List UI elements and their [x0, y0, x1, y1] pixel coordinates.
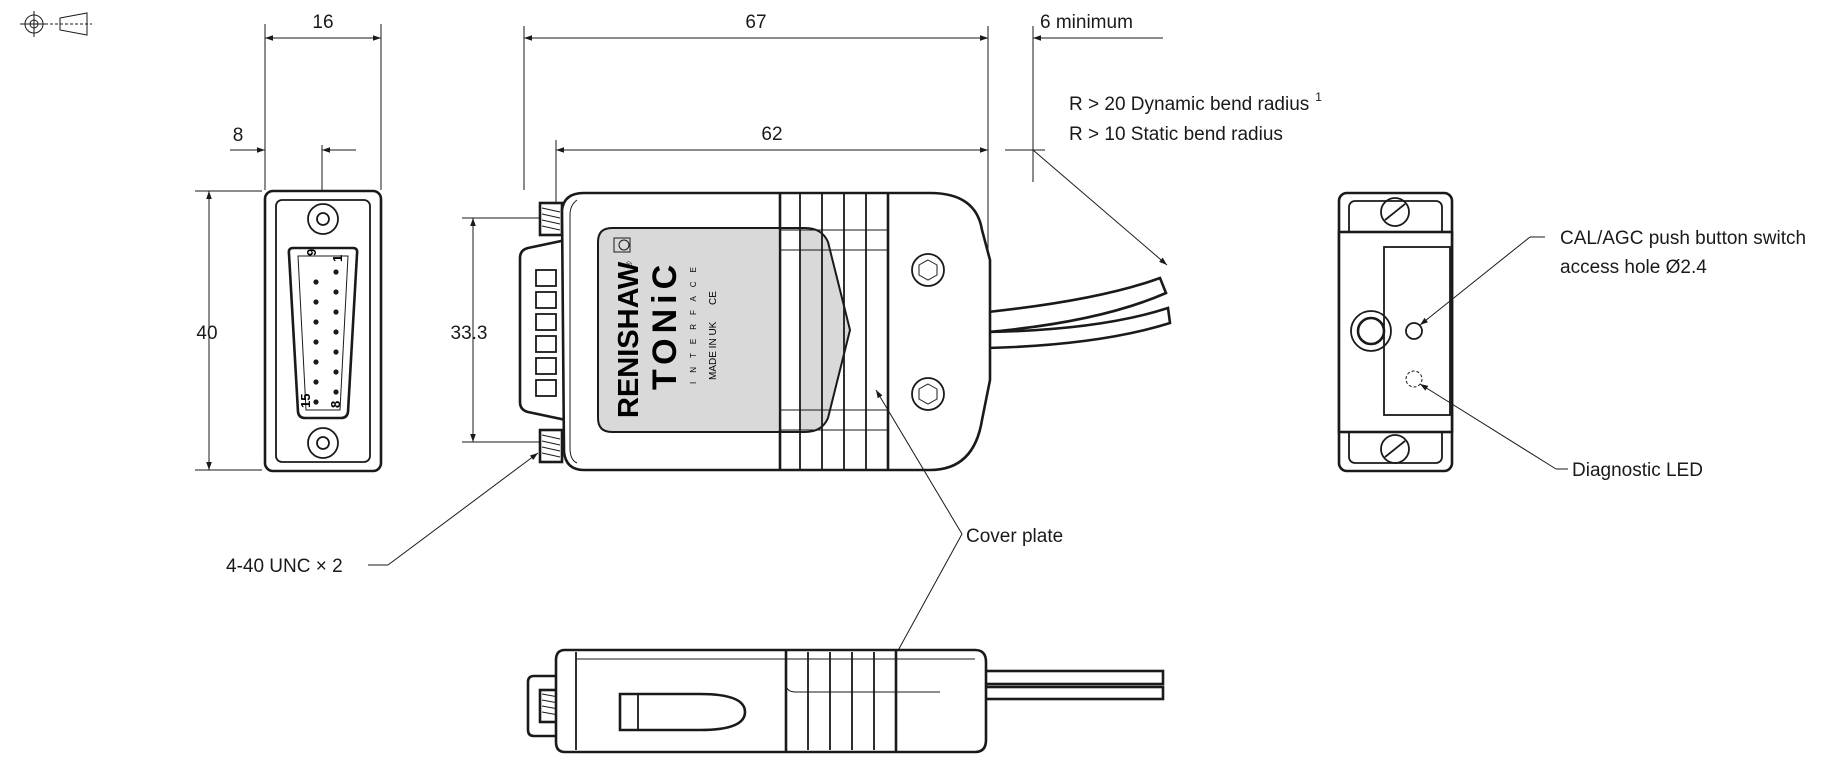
pin-label-9: 9 [304, 249, 319, 256]
connector-top-view: 67 6 minimum 62 R > 20 Dynamic bend radi… [451, 12, 1322, 472]
dim-height-40: 40 [196, 323, 217, 344]
brand-label: RENISHAW [613, 261, 645, 418]
diagnostic-led-indicator [1405, 370, 1423, 388]
cal-agc-access-hole [1405, 322, 1423, 340]
bend-radius-static: R > 10 Static bend radius [1069, 124, 1283, 145]
dim-height-33-3: 33.3 [451, 323, 488, 344]
connector-end-view: 16 8 40 9 1 [195, 12, 383, 473]
connector-side-view [526, 648, 1165, 754]
cal-agc-label-line2: access hole Ø2.4 [1560, 257, 1707, 278]
cal-agc-label-line1: CAL/AGC push button switch [1560, 228, 1806, 249]
dim-offset-8: 8 [233, 125, 244, 146]
pin-label-15: 15 [298, 394, 313, 408]
product-name: TONiC [646, 260, 684, 390]
made-in-uk-label: MADE IN UK [708, 321, 719, 380]
diagnostic-led-label: Diagnostic LED [1572, 460, 1703, 481]
dim-clearance-6-minimum: 6 minimum [1040, 12, 1133, 33]
pin-label-8: 8 [328, 401, 343, 408]
cover-plate-label: Cover plate [966, 526, 1063, 547]
dim-width-16: 16 [312, 12, 333, 33]
label-logo-icon [613, 237, 631, 253]
dim-length-67: 67 [745, 12, 766, 33]
cable-end-view: CAL/AGC push button switch access hole Ø… [1337, 191, 1806, 481]
dim-length-62: 62 [761, 124, 782, 145]
third-angle-projection-icon [20, 11, 92, 37]
pin-label-1: 1 [330, 255, 345, 262]
ce-mark: CE [708, 291, 719, 305]
thread-label: 4-40 UNC × 2 [226, 556, 343, 577]
brand-registered-mark: ® [624, 261, 634, 268]
thread-callout: 4-40 UNC × 2 [226, 452, 539, 577]
product-subtitle: INTERFACE [689, 258, 698, 384]
